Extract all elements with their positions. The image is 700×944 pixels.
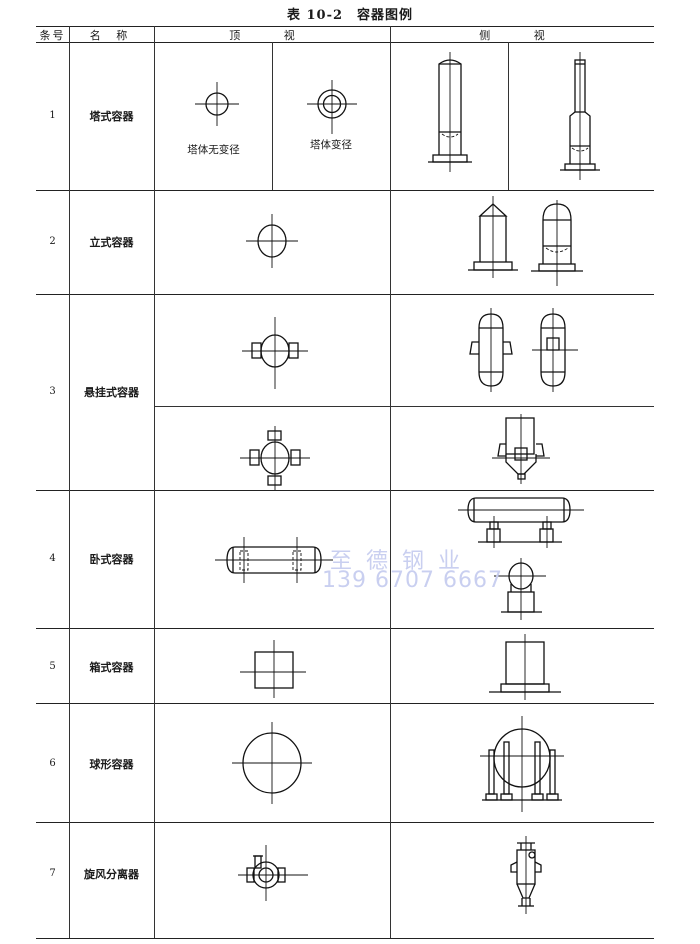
row-name: 球形容器 — [89, 758, 134, 771]
tower-uniform-diameter-icon — [428, 52, 472, 172]
row-name: 悬挂式容器 — [84, 386, 139, 399]
col-divider — [69, 26, 70, 938]
row-number: 6 — [49, 758, 56, 769]
row3-subdivider — [154, 406, 654, 407]
circle-crosshair-icon — [246, 214, 298, 268]
spherical-tank-legs-icon — [480, 716, 564, 812]
header-no: 条号 — [39, 29, 66, 42]
row-number: 3 — [49, 386, 56, 397]
table-bottom-rule — [36, 938, 654, 939]
col-divider — [154, 26, 155, 938]
col-divider — [390, 26, 391, 938]
suspended-vessel-wall-lug-icon — [532, 308, 578, 392]
row-divider — [36, 822, 654, 823]
row-divider — [36, 628, 654, 629]
row-name: 塔式容器 — [89, 110, 134, 123]
header-side-view: 侧 视 — [479, 29, 565, 42]
row1-top-subdivider — [272, 42, 273, 190]
table-top-rule — [36, 26, 654, 27]
table-title: 表 10-2 容器图例 — [286, 8, 414, 23]
row-number: 2 — [49, 236, 56, 247]
watermark-phone: 139 6707 6667 — [322, 568, 503, 593]
horizontal-vessel-saddles-icon — [458, 497, 584, 548]
row-name: 立式容器 — [89, 236, 134, 249]
circle-crosshair-icon — [195, 82, 239, 126]
suspended-vessel-hopper-icon — [492, 414, 550, 484]
caption-diameter-change: 塔体变径 — [310, 139, 352, 151]
row-number: 1 — [49, 110, 56, 121]
row1-side-subdivider — [508, 42, 509, 190]
row-name: 旋风分离器 — [84, 868, 139, 881]
horizontal-vessel-top-icon — [215, 537, 333, 583]
large-circle-crosshair-icon — [232, 722, 312, 804]
vertical-vessel-cone-top-icon — [468, 196, 518, 278]
header-top-view: 顶 视 — [229, 29, 315, 42]
row-divider — [36, 190, 654, 191]
row-name: 卧式容器 — [89, 553, 134, 566]
caption-no-diameter-change: 塔体无变径 — [187, 144, 240, 156]
row-divider — [36, 703, 654, 704]
box-vessel-side-icon — [489, 634, 561, 700]
row-name: 箱式容器 — [89, 661, 134, 674]
row-number: 4 — [49, 553, 56, 564]
suspended-vessel-lugs-icon — [469, 308, 513, 392]
circle-two-lugs-icon — [242, 317, 308, 389]
circle-four-lugs-icon — [240, 426, 310, 490]
cyclone-top-icon — [238, 845, 308, 901]
row-divider — [36, 294, 654, 295]
watermark-company: 至德钢业 — [330, 549, 475, 574]
row-number: 7 — [49, 868, 56, 879]
square-crosshair-icon — [240, 640, 306, 698]
horizontal-vessel-end-view-icon — [494, 558, 546, 620]
header-name: 名 称 — [89, 29, 134, 42]
vertical-vessel-dome-top-icon — [531, 200, 583, 286]
row-divider — [36, 490, 654, 491]
tower-variable-diameter-icon — [560, 52, 600, 180]
row-number: 5 — [49, 661, 56, 672]
header-bottom-rule — [36, 42, 654, 43]
double-circle-crosshair-icon — [307, 80, 357, 134]
cyclone-side-icon — [510, 836, 542, 914]
